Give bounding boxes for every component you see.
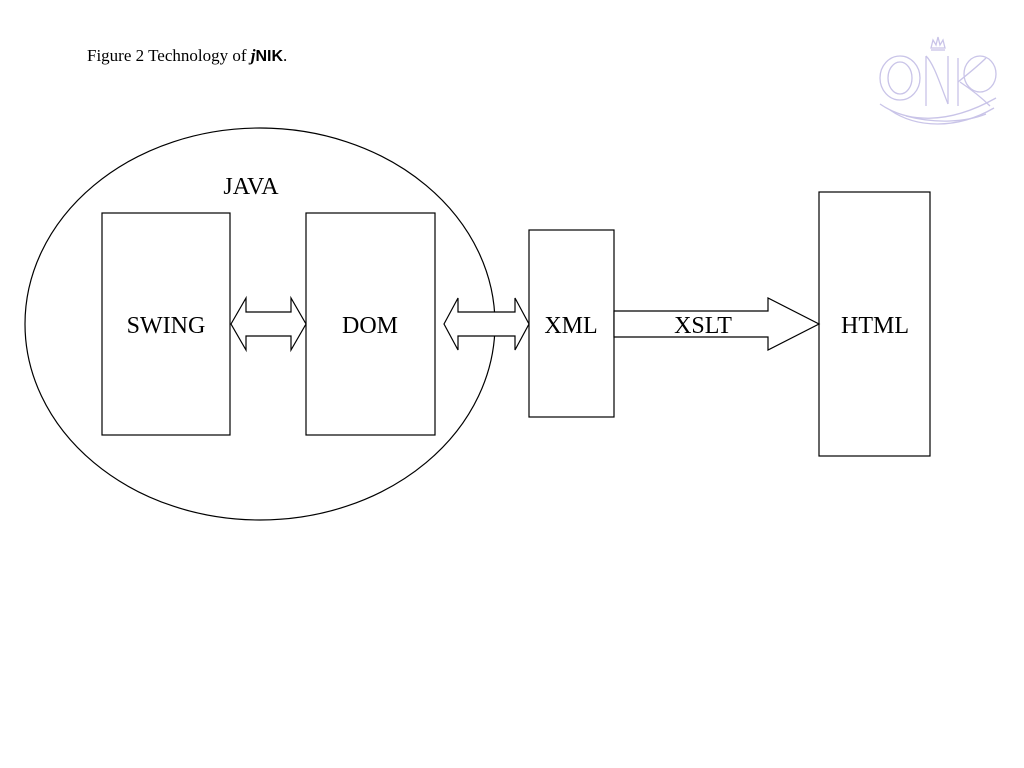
xslt-arrow [613,297,821,351]
dom-xml-double-arrow [443,297,530,351]
xslt-label: XSLT [674,313,732,339]
caption-suffix: . [283,46,288,65]
caption-prefix: Figure 2 Technology of [87,46,251,65]
figure-caption: Figure 2 Technology of jNIK. [87,45,287,68]
html-label: HTML [841,313,909,339]
dom-label: DOM [342,313,398,339]
swing-box [101,212,231,436]
java-label: JAVA [223,174,279,200]
html-box [818,191,931,457]
crown-icon [930,36,946,51]
swing-label: SWING [127,313,206,339]
dom-box [305,212,436,436]
nik-logo [879,36,997,125]
xml-label: XML [544,313,597,339]
caption-nik: NIK [255,48,284,65]
caption-j: j [250,46,256,65]
swing-dom-double-arrow [230,295,307,353]
